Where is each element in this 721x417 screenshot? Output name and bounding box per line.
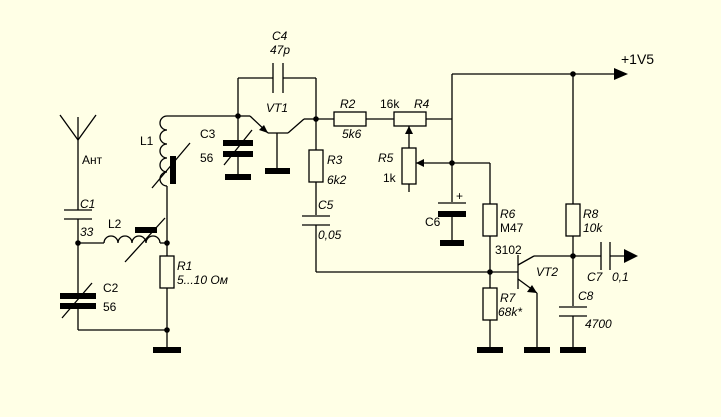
- antenna-label: Ант: [82, 153, 103, 167]
- c2-value: 56: [103, 300, 117, 314]
- resistor-r5: [401, 146, 452, 192]
- c6-polarity: +: [456, 189, 463, 203]
- transistor-vt2: [517, 255, 573, 353]
- r1-label: R1: [177, 259, 192, 273]
- c7-value: 0,1: [612, 270, 629, 284]
- r3-value: 6k2: [327, 173, 347, 187]
- vt2-type: 3102: [495, 243, 522, 257]
- c3-label: C3: [200, 127, 216, 141]
- capacitor-c6: [438, 163, 466, 246]
- capacitor-c4: [272, 63, 284, 93]
- capacitor-c3: [223, 116, 253, 180]
- c6-label: C6: [425, 215, 441, 229]
- resistor-r2: [333, 111, 367, 127]
- r8-label: R8: [583, 207, 599, 221]
- r4-value: 16k: [380, 97, 400, 111]
- c2-label: C2: [103, 281, 119, 295]
- resistor-r6: [482, 163, 498, 272]
- vt2-label: VT2: [536, 265, 558, 279]
- supply-label: +1V5: [621, 51, 654, 67]
- resistor-r8: [565, 74, 581, 256]
- inductor-l1: [151, 78, 239, 243]
- c4-value: 47p: [270, 43, 290, 57]
- r3-label: R3: [327, 153, 343, 167]
- r5-value: 1k: [383, 171, 397, 185]
- c5-value: 0,05: [318, 228, 342, 242]
- transistor-vt1: [238, 115, 316, 174]
- resistor-r3: [308, 119, 324, 215]
- supply-arrow: [614, 68, 628, 80]
- c1-value: 33: [80, 225, 94, 239]
- r5-label: R5: [378, 151, 394, 165]
- c8-value: 4700: [585, 317, 612, 331]
- capacitor-c8: [559, 256, 587, 353]
- r6-label: R6: [500, 207, 516, 221]
- antenna-symbol: [59, 114, 97, 210]
- capacitor-c5: [302, 215, 330, 272]
- c1-label: C1: [80, 197, 95, 211]
- r2-value: 5k6: [342, 127, 362, 141]
- c3-value: 56: [200, 151, 214, 165]
- c7-label: C7: [587, 270, 604, 284]
- output-arrow: [624, 249, 638, 263]
- l2-label: L2: [108, 217, 122, 231]
- resistor-r1: [159, 243, 175, 330]
- c8-label: C8: [578, 289, 594, 303]
- r6-value: M47: [500, 221, 524, 235]
- r4-label: R4: [414, 97, 430, 111]
- l1-label: L1: [140, 134, 154, 148]
- c5-label: C5: [318, 198, 334, 212]
- capacitor-c1: [64, 209, 92, 243]
- capacitor-c2: [60, 243, 96, 330]
- r7-value: 68k*: [498, 305, 522, 319]
- r1-value: 5...10 Ом: [177, 273, 228, 287]
- inductor-l2: [78, 217, 168, 263]
- r8-value: 10k: [583, 221, 603, 235]
- resistor-r4: [393, 111, 452, 146]
- capacitor-c7: [573, 242, 628, 270]
- vt1-label: VT1: [266, 101, 288, 115]
- r2-label: R2: [340, 97, 356, 111]
- resistor-r7: [477, 272, 503, 353]
- r7-label: R7: [500, 291, 517, 305]
- c4-label: C4: [272, 29, 288, 43]
